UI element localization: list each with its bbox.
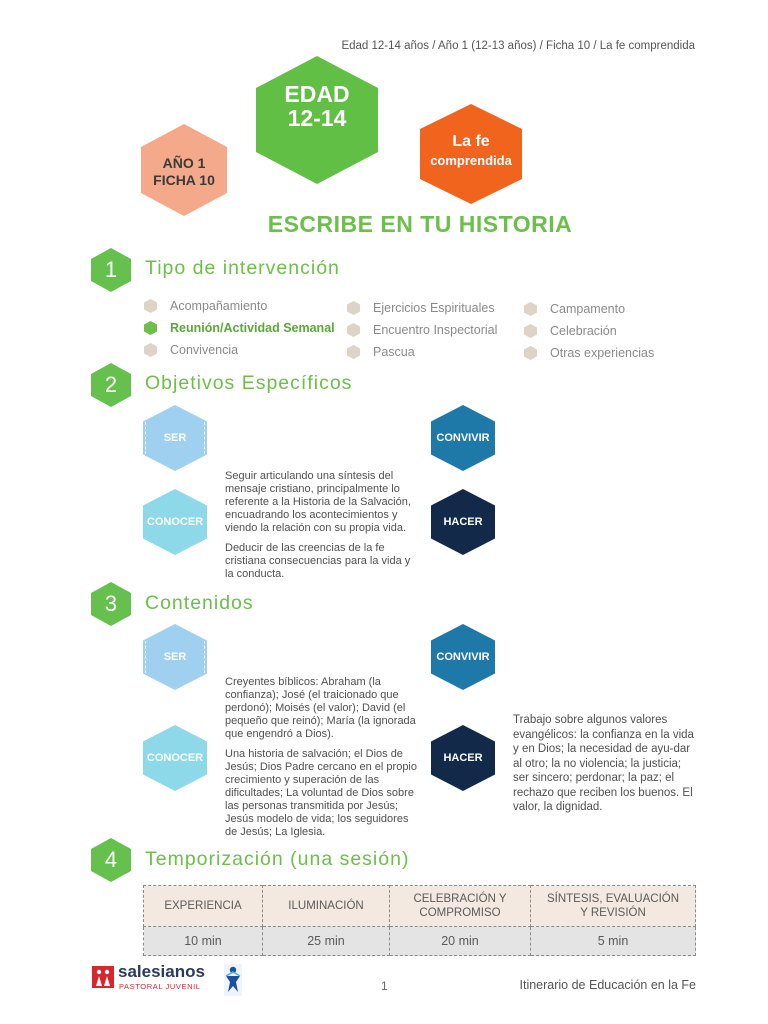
section-2-title: Objetivos Específicos <box>145 372 353 394</box>
hexagon-bullet-icon <box>347 323 360 337</box>
intervention-col-1: Acompañamiento Reunión/Actividad Semanal… <box>144 295 335 361</box>
ser-label: SER <box>163 651 187 663</box>
breadcrumb: Edad 12-14 años / Año 1 (12-13 años) / F… <box>341 40 695 52</box>
contenidos-ser-hex: SER <box>143 624 207 690</box>
logo-subtext: PASTORAL JUVENIL <box>119 982 201 991</box>
hexagon-bullet-icon <box>524 324 537 338</box>
value-experiencia: 10 min <box>143 926 263 956</box>
option-label: Campamento <box>550 302 626 316</box>
option-acompanamiento[interactable]: Acompañamiento <box>144 295 335 317</box>
option-label: Acompañamiento <box>170 299 268 313</box>
option-ejercicios-espirituales[interactable]: Ejercicios Espirituales <box>347 297 497 319</box>
logo-text: salesianos <box>118 962 205 981</box>
header-iluminacion: ILUMINACIÓN <box>262 885 390 927</box>
contenidos-conocer-text: Creyentes bíblicos: Abraham (la confianz… <box>225 676 421 846</box>
convivir-label: CONVIVIR <box>436 651 490 663</box>
intervention-col-2: Ejercicios Espirituales Encuentro Inspec… <box>347 297 497 363</box>
contenidos-hacer-hex: HACER <box>431 725 495 791</box>
section-4-number-text: 4 <box>104 847 118 872</box>
ano-ficha-badge: AÑO 1 FICHA 10 <box>141 124 227 216</box>
section-3-title: Contenidos <box>145 592 254 614</box>
option-encuentro-inspectorial[interactable]: Encuentro Inspectorial <box>347 319 497 341</box>
option-pascua[interactable]: Pascua <box>347 341 497 363</box>
section-4-number: 4 <box>91 838 131 882</box>
hexagon-bullet-icon <box>144 299 157 313</box>
salesianos-logo: salesianos PASTORAL JUVENIL <box>92 962 217 996</box>
ano-badge-line1: AÑO 1 <box>162 155 206 171</box>
option-celebracion[interactable]: Celebración <box>524 320 654 342</box>
option-label: Reunión/Actividad Semanal <box>170 321 335 335</box>
tema-badge-line2: comprendida <box>430 152 512 168</box>
objetivos-conocer-hex: CONOCER <box>143 489 207 555</box>
hexagon-bullet-icon <box>144 343 157 357</box>
tema-badge-line1: La fe <box>452 132 490 150</box>
objetivos-conocer-p2: Deducir de las creencias de la fe cristi… <box>225 542 411 580</box>
edad-badge-line1: EDAD <box>284 81 350 107</box>
option-label: Pascua <box>373 345 415 359</box>
edad-badge-line2: 12-14 <box>287 105 347 131</box>
itinerario-figure-icon <box>224 964 242 996</box>
edad-badge: EDAD 12-14 <box>256 56 378 184</box>
objetivos-convivir-hex: CONVIVIR <box>431 405 495 471</box>
option-label: Celebración <box>550 324 617 338</box>
intervention-col-3: Campamento Celebración Otras experiencia… <box>524 298 654 364</box>
section-1-number: 1 <box>91 248 131 292</box>
option-label: Encuentro Inspectorial <box>373 323 498 337</box>
value-iluminacion: 25 min <box>262 926 390 956</box>
conocer-label: CONOCER <box>146 752 204 764</box>
ano-badge-line2: FICHA 10 <box>153 172 215 188</box>
section-3-number: 3 <box>91 582 131 626</box>
hexagon-bullet-icon <box>524 302 537 316</box>
hacer-label: HACER <box>443 516 483 528</box>
itinerario-logo <box>222 962 244 998</box>
contenidos-hacer-text: Trabajo sobre algunos valores evangélico… <box>513 714 694 813</box>
option-reunion-actividad-semanal[interactable]: Reunión/Actividad Semanal <box>144 317 335 339</box>
value-sintesis: 5 min <box>530 926 696 956</box>
option-campamento[interactable]: Campamento <box>524 298 654 320</box>
section-1-number-text: 1 <box>104 257 118 282</box>
hexagon-bullet-icon <box>524 346 537 360</box>
contenidos-conocer-p1: Creyentes bíblicos: Abraham (la confianz… <box>225 676 416 740</box>
hacer-label: HACER <box>443 752 483 764</box>
option-label: Otras experiencias <box>550 346 655 360</box>
hexagon-bullet-icon <box>347 345 360 359</box>
page-number: 1 <box>381 979 388 993</box>
table-row: 10 min 25 min 20 min 5 min <box>143 926 696 956</box>
contenidos-conocer-hex: CONOCER <box>143 725 207 791</box>
objetivos-conocer-p1: Seguir articulando una síntesis del mens… <box>225 470 411 534</box>
option-label: Ejercicios Espirituales <box>373 301 495 315</box>
footer-itinerario: Itinerario de Educación en la Fe <box>519 978 697 992</box>
main-title: ESCRIBE EN TU HISTORIA <box>267 211 573 237</box>
option-convivencia[interactable]: Convivencia <box>144 339 335 361</box>
convivir-label: CONVIVIR <box>436 432 490 444</box>
section-4-title: Temporización (una sesión) <box>145 848 410 870</box>
objetivos-hacer-hex: HACER <box>431 489 495 555</box>
ser-label: SER <box>163 432 187 444</box>
section-2-number: 2 <box>91 363 131 407</box>
conocer-label: CONOCER <box>146 516 204 528</box>
hexagon-bullet-icon <box>347 301 360 315</box>
hexagon-bullet-selected-icon <box>144 321 157 335</box>
value-celebracion: 20 min <box>389 926 531 956</box>
salesianos-figures-icon <box>92 966 114 988</box>
section-1-title: Tipo de intervención <box>145 257 340 279</box>
section-2-number-text: 2 <box>104 372 118 397</box>
header-experiencia: EXPERIENCIA <box>143 885 263 927</box>
objetivos-ser-hex: SER <box>143 405 207 471</box>
contenidos-convivir-hex: CONVIVIR <box>431 624 495 690</box>
contenidos-conocer-p2: Una historia de salvación; el Dios de Je… <box>225 748 417 838</box>
option-otras-experiencias[interactable]: Otras experiencias <box>524 342 654 364</box>
tema-badge: La fe comprendida <box>420 104 522 204</box>
section-3-number-text: 3 <box>104 591 118 616</box>
objetivos-conocer-text: Seguir articulando una síntesis del mens… <box>225 470 421 588</box>
option-label: Convivencia <box>170 343 239 357</box>
